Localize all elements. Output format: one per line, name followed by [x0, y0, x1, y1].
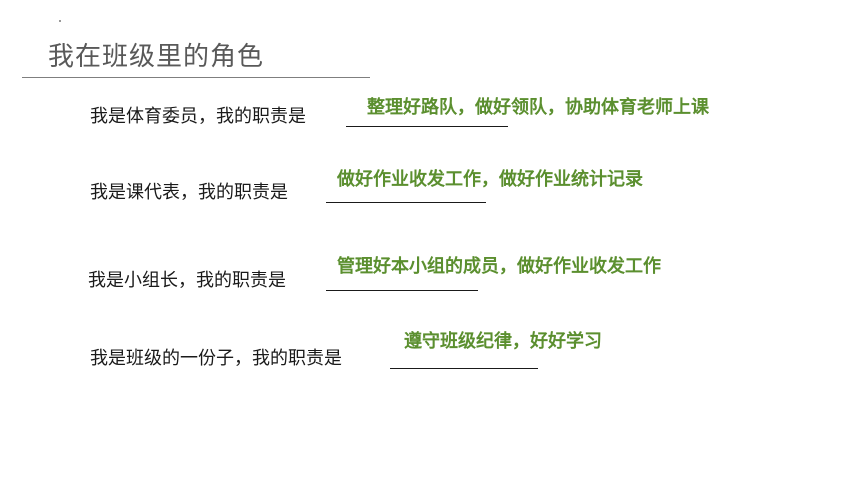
row-prompt-class-member: 我是班级的一份子，我的职责是: [90, 348, 342, 369]
title-underline: [22, 77, 370, 78]
row-prompt-subject-rep: 我是课代表，我的职责是: [90, 182, 288, 203]
row-answer-sports-committee: 整理好路队，做好领队，协助体育老师上课: [367, 97, 709, 118]
answer-blank-line: [346, 126, 508, 127]
row-prompt-sports-committee: 我是体育委员，我的职责是: [90, 106, 306, 127]
answer-blank-line: [326, 290, 478, 291]
page-title: 我在班级里的角色: [48, 42, 265, 72]
row-answer-subject-rep: 做好作业收发工作，做好作业统计记录: [337, 169, 643, 190]
row-answer-class-member: 遵守班级纪律，好好学习: [404, 331, 602, 352]
row-prompt-group-leader: 我是小组长，我的职责是: [88, 270, 286, 291]
answer-blank-line: [326, 202, 486, 203]
row-answer-group-leader: 管理好本小组的成员，做好作业收发工作: [337, 256, 661, 277]
answer-blank-line: [390, 368, 538, 369]
decor-dot: [59, 20, 61, 22]
